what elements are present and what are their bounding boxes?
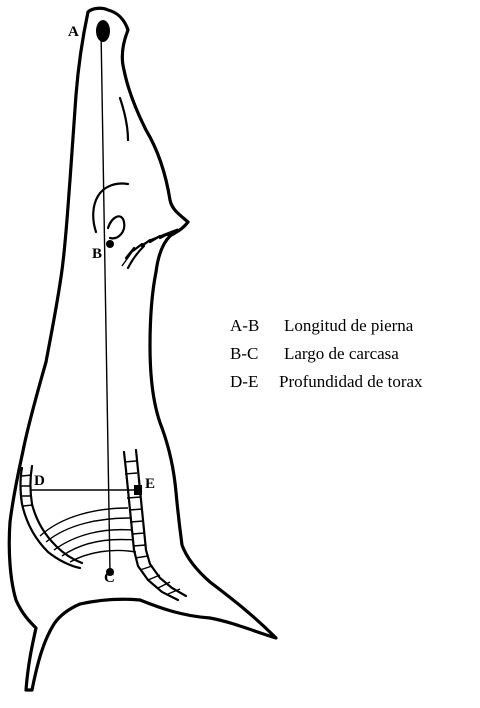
vertebral-column bbox=[124, 452, 178, 600]
legend-code-bc: B-C bbox=[230, 344, 258, 363]
point-b-label: B bbox=[92, 246, 102, 262]
legend-text-de: Profundidad de torax bbox=[279, 372, 423, 391]
point-b-marker bbox=[106, 240, 114, 248]
point-d-label: D bbox=[34, 473, 45, 489]
point-a-marker bbox=[96, 20, 110, 42]
measurement-line-a-c bbox=[101, 30, 110, 572]
rib-4 bbox=[62, 540, 134, 556]
pelvic-bone-shape bbox=[93, 184, 128, 233]
rib-1 bbox=[40, 508, 128, 536]
leg-inner-curve bbox=[120, 98, 128, 140]
point-a-label: A bbox=[68, 24, 79, 40]
legend-code-ab: A-B bbox=[230, 316, 259, 335]
legend: A-B Longitud de pierna B-C Largo de carc… bbox=[230, 316, 423, 391]
legend-code-de: D-E bbox=[230, 372, 258, 391]
tail-bone-segments bbox=[126, 231, 176, 258]
point-e-label: E bbox=[145, 476, 155, 492]
rib-5 bbox=[70, 550, 136, 562]
pelvic-loop bbox=[108, 216, 124, 238]
legend-text-bc: Largo de carcasa bbox=[284, 344, 399, 363]
legend-text-ab: Longitud de pierna bbox=[284, 316, 414, 335]
point-c-label: C bbox=[104, 570, 115, 586]
